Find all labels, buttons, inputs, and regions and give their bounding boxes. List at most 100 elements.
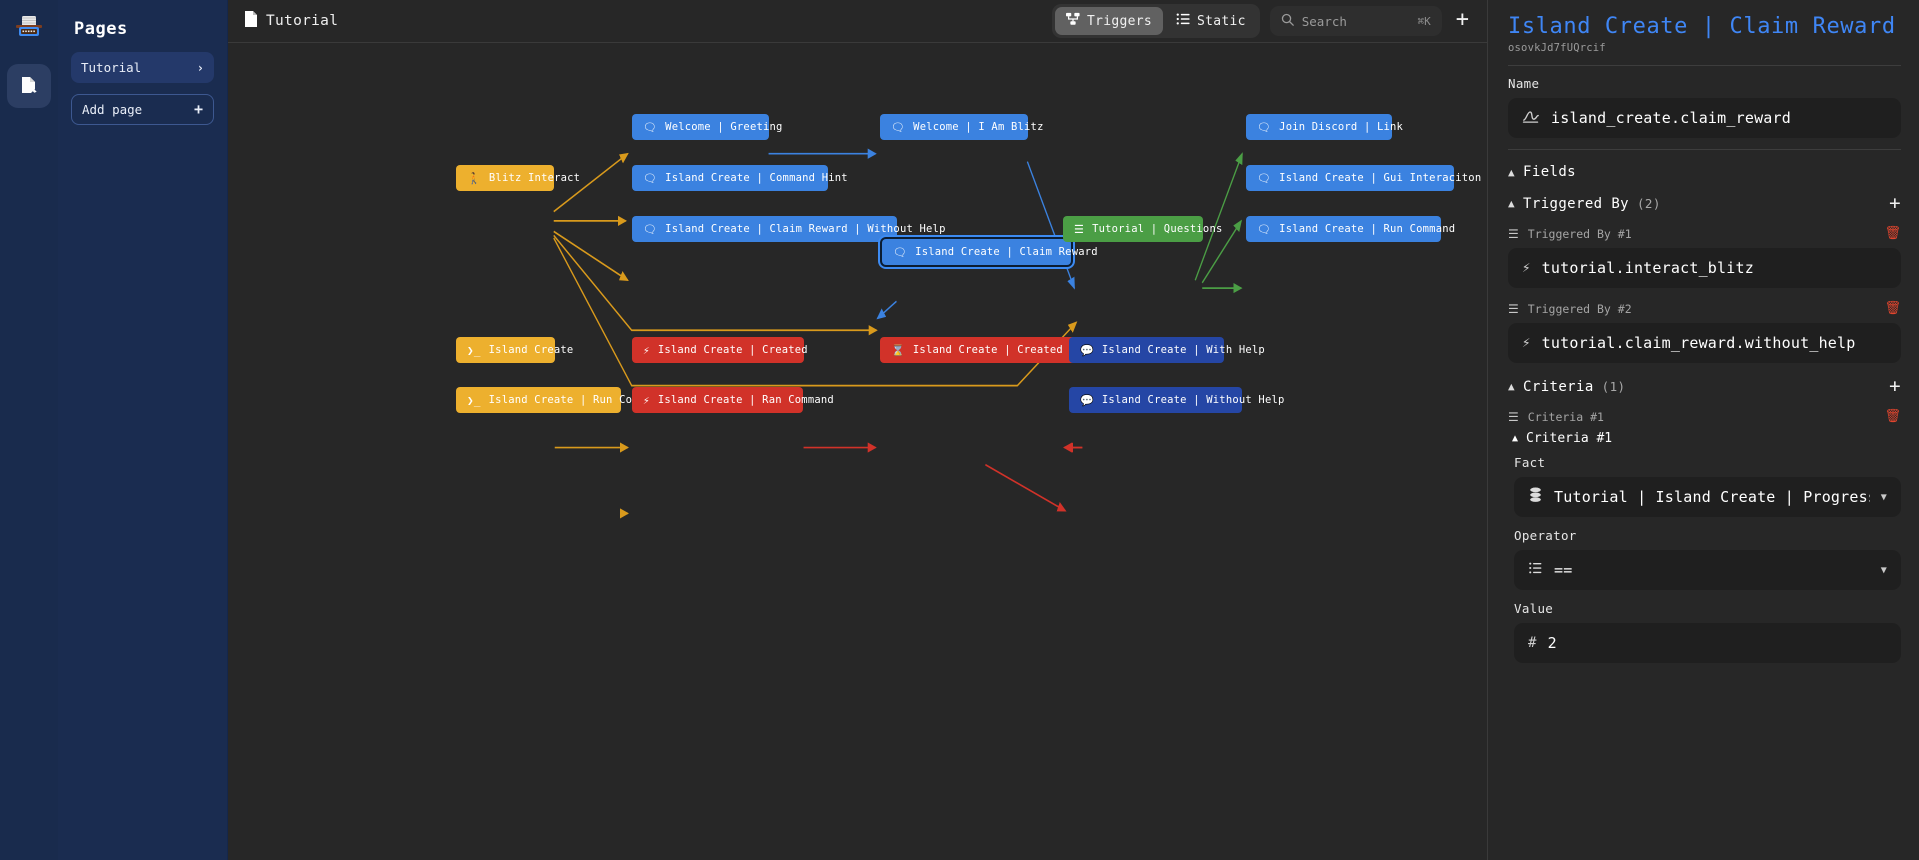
chevron-up-icon: ▲ — [1508, 380, 1516, 393]
lightning-icon: ⚡ — [1522, 260, 1531, 276]
search-icon — [1281, 13, 1294, 29]
add-criteria-button[interactable]: + — [1889, 375, 1901, 397]
inspector-node-id: osovkJd7fUQrcif — [1508, 42, 1606, 54]
node-type-icon: 🗨 — [643, 222, 658, 236]
drag-handle-icon[interactable]: ☰ — [1508, 409, 1519, 424]
flow-node-label: Blitz Interact — [488, 172, 581, 184]
operator-value: == — [1554, 561, 1573, 579]
flow-canvas[interactable]: 🚶Blitz Interact🗨Welcome | Greeting🗨Islan… — [228, 43, 1487, 860]
plus-icon: + — [193, 100, 203, 118]
node-type-icon: ❯_ — [467, 393, 481, 407]
page-title-text: Tutorial — [266, 13, 339, 29]
flow-node-ic_run_command[interactable]: ❯_ Island Create | Run Command — [456, 387, 665, 413]
flow-node-tutorial_questions[interactable]: ☰Tutorial | Questions — [1063, 216, 1222, 242]
criteria-label: Criteria — [1523, 378, 1594, 395]
flow-node-label: Island Create | Without Help — [1101, 394, 1285, 406]
flow-node-label: Island Create | Claim Reward | Without H… — [665, 223, 946, 235]
triggered-by-section-header[interactable]: ▲ Triggered By (2) + — [1508, 194, 1901, 213]
inspector-panel: Island Create | Claim Reward osovkJd7fUQ… — [1487, 0, 1919, 860]
triggered-by-label: Triggered By — [1523, 195, 1629, 212]
node-type-icon: 🗨 — [1257, 171, 1272, 185]
drag-handle-icon[interactable]: ☰ — [1508, 226, 1519, 241]
triggered-by-value-field-2[interactable]: ⚡ tutorial.claim_reward.without_help — [1508, 323, 1901, 363]
fields-section-header[interactable]: ▲ Fields — [1508, 164, 1901, 180]
criteria-subsection-header[interactable]: ▲ Criteria #1 — [1512, 431, 1901, 446]
flow-node-label: Join Discord | Link — [1279, 121, 1404, 133]
criteria-subsection-label: Criteria #1 — [1526, 431, 1613, 446]
tab-static[interactable]: Static — [1165, 7, 1257, 35]
flow-node-claim_reward[interactable]: 🗨Island Create | Claim Reward — [882, 239, 1098, 265]
node-type-icon: ⚡ — [643, 343, 650, 357]
page-edit-icon[interactable] — [7, 64, 51, 108]
search-input[interactable]: Search ⌘K — [1269, 6, 1442, 36]
criteria-item-header: ☰ Criteria #1 🗑 — [1508, 409, 1901, 424]
fact-label: Fact — [1514, 455, 1546, 470]
add-triggered-by-button[interactable]: + — [1889, 192, 1901, 214]
flow-node-blitz_interact[interactable]: 🚶Blitz Interact — [456, 165, 580, 191]
flow-node-ic_created_delay[interactable]: ⌛ Island Create | Created Delay — [880, 337, 1102, 363]
flow-node-welcome_blitz[interactable]: 🗨Welcome | I Am Blitz — [880, 114, 1043, 140]
flow-node-welcome_greeting[interactable]: 🗨 Welcome | Greeting — [632, 114, 782, 140]
node-type-icon: 🗨 — [1257, 120, 1272, 134]
node-type-icon: 💬 — [1080, 343, 1094, 357]
fields-label: Fields — [1523, 164, 1577, 180]
node-type-icon: 🗨 — [643, 120, 658, 134]
document-icon — [244, 11, 258, 31]
flow-node-run_command_out[interactable]: 🗨Island Create | Run Command — [1246, 216, 1455, 242]
delete-icon[interactable]: 🗑 — [1884, 301, 1901, 316]
flow-node-label: Welcome | Greeting — [665, 121, 783, 133]
tab-triggers[interactable]: Triggers — [1054, 7, 1163, 35]
list-icon — [1528, 561, 1543, 579]
triggered-by-value-2: tutorial.claim_reward.without_help — [1541, 334, 1856, 352]
criteria-section-header[interactable]: ▲ Criteria (1) + — [1508, 377, 1901, 396]
operator-label: Operator — [1514, 528, 1577, 543]
delete-icon[interactable]: 🗑 — [1884, 226, 1901, 241]
node-type-icon: 💬 — [1080, 393, 1094, 407]
triggered-by-value-field-1[interactable]: ⚡ tutorial.interact_blitz — [1508, 248, 1901, 288]
name-field[interactable]: island_create.claim_reward — [1508, 98, 1901, 138]
node-type-icon: ☰ — [1074, 222, 1085, 236]
flow-node-label: Island Create | Created Delay — [912, 344, 1103, 356]
fact-select[interactable]: Tutorial | Island Create | Progress ▼ — [1514, 477, 1901, 517]
flow-node-claim_wo_help[interactable]: 🗨 Island Create | Claim Reward | Without … — [632, 216, 945, 242]
search-shortcut: ⌘K — [1417, 14, 1431, 28]
database-icon — [1528, 487, 1543, 507]
delete-icon[interactable]: 🗑 — [1884, 409, 1901, 424]
flow-node-cmd_hint[interactable]: 🗨Island Create | Command Hint — [632, 165, 848, 191]
top-toolbar: Tutorial Triggers — [228, 0, 1487, 43]
value-label: Value — [1514, 601, 1554, 616]
flow-node-ic_ran_command[interactable]: ⚡Island Create | Ran Command — [632, 387, 834, 413]
triggered-by-item-label: Triggered By #1 — [1527, 226, 1632, 241]
icon-rail — [0, 0, 58, 860]
chevron-up-icon: ▲ — [1512, 433, 1519, 444]
add-page-button[interactable]: Add page + — [71, 94, 214, 125]
triggered-by-item-header: ☰ Triggered By #2 🗑 — [1508, 301, 1901, 316]
flow-node-join_discord[interactable]: 🗨 Join Discord | Link — [1246, 114, 1403, 140]
flow-node-without_help[interactable]: 💬 Island Create | Without Help — [1069, 387, 1284, 413]
name-value: island_create.claim_reward — [1551, 109, 1791, 127]
search-placeholder: Search — [1301, 13, 1347, 29]
triggered-by-item-header: ☰ Triggered By #1 🗑 — [1508, 226, 1901, 241]
sidebar-item-tutorial[interactable]: Tutorial › — [71, 52, 214, 83]
flow-node-label: Island Create | Created — [657, 344, 808, 356]
main-area: Tutorial Triggers — [228, 0, 1487, 860]
inspector-title: Island Create | Claim Reward — [1508, 14, 1896, 39]
divider — [1508, 149, 1901, 150]
flow-node-gui_interaction[interactable]: 🗨Island Create | Gui Interaciton — [1246, 165, 1481, 191]
pages-panel-title: Pages — [74, 19, 128, 39]
page-title: Tutorial — [244, 11, 338, 31]
hash-icon: # — [1528, 635, 1537, 651]
flow-node-with_help[interactable]: 💬Island Create | With Help — [1069, 337, 1265, 363]
drag-handle-icon[interactable]: ☰ — [1508, 301, 1519, 316]
add-node-button[interactable]: + — [1455, 6, 1469, 32]
name-label: Name — [1508, 76, 1540, 91]
node-type-icon: ⌛ — [891, 343, 905, 357]
flow-node-island_create[interactable]: ❯_Island Create — [456, 337, 573, 363]
lightning-icon: ⚡ — [1522, 335, 1531, 351]
list-icon — [1176, 12, 1190, 30]
value-input[interactable]: # 2 — [1514, 623, 1901, 663]
divider — [1508, 65, 1901, 66]
flow-node-label: Island Create | Run Command — [488, 394, 665, 406]
flow-node-ic_created[interactable]: ⚡ Island Create | Created — [632, 337, 808, 363]
operator-select[interactable]: == ▼ — [1514, 550, 1901, 590]
